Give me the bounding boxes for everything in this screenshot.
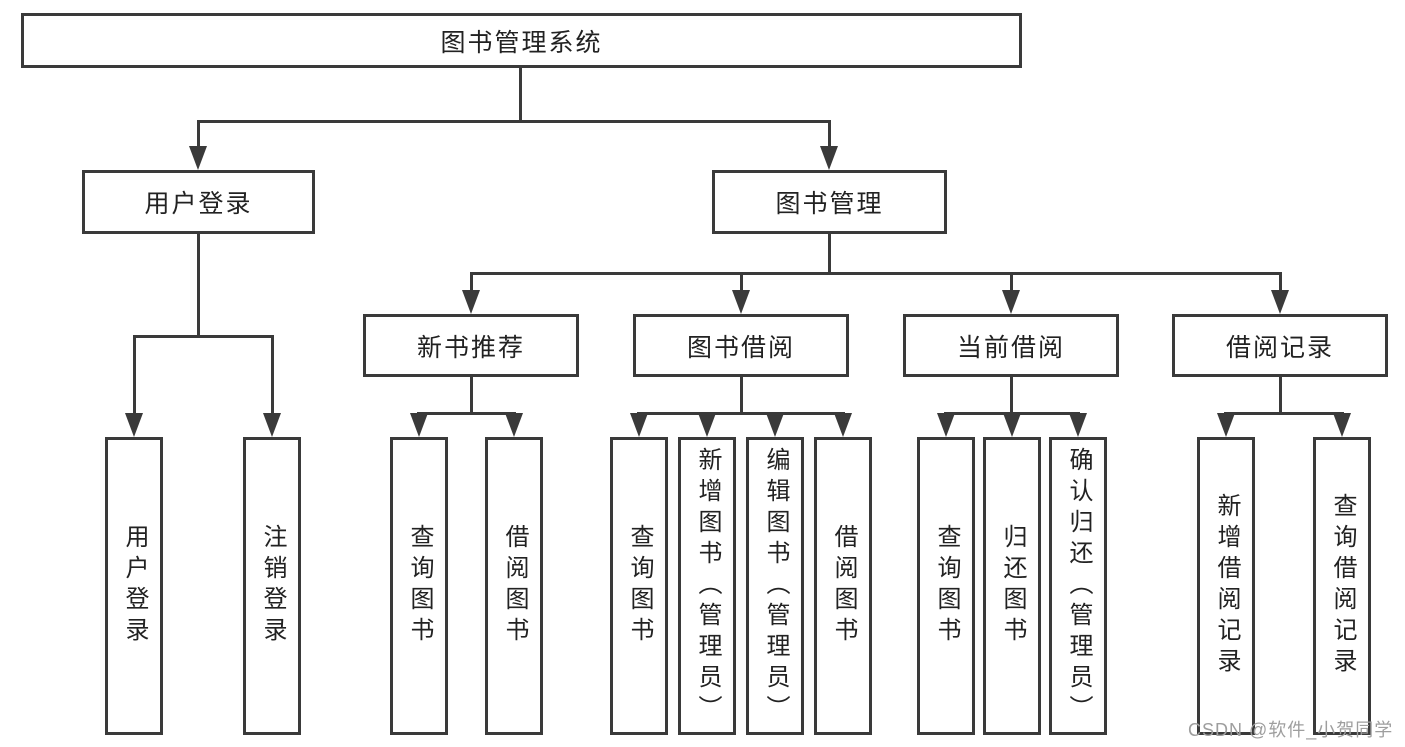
leaf-label: 用户登录: [121, 524, 148, 648]
arrowhead-query-books-2: [630, 413, 648, 437]
connector-new-book-stem: [470, 377, 473, 412]
connector-book-management-horizontal: [470, 272, 1282, 275]
arrowhead-confirm-return: [1069, 413, 1087, 437]
leaf-add-book-admin: 新增图书（管理员）: [678, 437, 736, 735]
node-book-management-system: 图书管理系统: [21, 13, 1022, 68]
node-label: 图书管理: [775, 190, 884, 218]
leaf-confirm-return-admin: 确认归还（管理员）: [1049, 437, 1107, 735]
node-book-management: 图书管理: [712, 170, 947, 234]
leaf-label: 借阅图书: [830, 524, 857, 648]
arrowhead-book-management: [820, 146, 838, 170]
leaf-borrow-books-recommend: 借阅图书: [485, 437, 543, 735]
arrowhead-borrowing-records: [1271, 290, 1289, 314]
leaf-label: 新增图书（管理员）: [694, 446, 721, 726]
arrowhead-add-book: [698, 413, 716, 437]
arrowhead-query-borrow-record: [1333, 413, 1351, 437]
node-new-book-recommendation: 新书推荐: [363, 314, 579, 377]
connector-to-user-login: [197, 120, 200, 147]
leaf-query-borrow-record: 查询借阅记录: [1313, 437, 1371, 735]
connector-root-stem: [519, 68, 522, 120]
leaf-query-books-current: 查询图书: [917, 437, 975, 735]
leaf-label: 查询图书: [933, 524, 960, 648]
node-borrowing-records: 借阅记录: [1172, 314, 1388, 377]
arrowhead-leaf-user-login: [125, 413, 143, 437]
arrowhead-user-login: [189, 146, 207, 170]
connector-current-borrowing-stem: [1010, 377, 1013, 412]
arrowhead-borrow-books-1: [505, 413, 523, 437]
leaf-query-books-recommend: 查询图书: [390, 437, 448, 735]
arrowhead-add-borrow-record: [1217, 413, 1235, 437]
leaf-user-login: 用户登录: [105, 437, 163, 735]
connector-new-book-horizontal: [417, 412, 516, 415]
leaf-label: 查询借阅记录: [1329, 493, 1356, 679]
leaf-edit-book-admin: 编辑图书（管理员）: [746, 437, 804, 735]
connector-root-horizontal: [197, 120, 831, 123]
node-user-login: 用户登录: [82, 170, 315, 234]
connector-user-login-horizontal: [133, 335, 274, 338]
leaf-borrow-books-borrowing: 借阅图书: [814, 437, 872, 735]
node-current-borrowing: 当前借阅: [903, 314, 1119, 377]
leaf-query-books-borrowing: 查询图书: [610, 437, 668, 735]
connector-to-current-borrowing: [1010, 272, 1013, 292]
leaf-add-borrow-record: 新增借阅记录: [1197, 437, 1255, 735]
connector-to-leaf-user-login: [133, 335, 136, 413]
node-label: 借阅记录: [1225, 333, 1334, 362]
arrowhead-borrow-books-2: [834, 413, 852, 437]
arrowhead-edit-book: [766, 413, 784, 437]
connector-to-book-borrowing: [740, 272, 743, 292]
leaf-label: 注销登录: [259, 524, 286, 648]
leaf-label: 新增借阅记录: [1213, 493, 1240, 679]
node-book-borrowing: 图书借阅: [633, 314, 849, 377]
leaf-label: 查询图书: [626, 524, 653, 648]
node-label: 图书管理系统: [440, 28, 603, 57]
connector-user-login-stem: [197, 234, 200, 335]
node-label: 图书借阅: [686, 333, 795, 362]
arrowhead-query-books-1: [410, 413, 428, 437]
arrowhead-return-books: [1003, 413, 1021, 437]
arrowhead-leaf-logout: [263, 413, 281, 437]
connector-book-management-stem: [828, 234, 831, 272]
connector-to-book-management: [828, 120, 831, 147]
csdn-watermark: CSDN @软件_小贺同学: [1188, 720, 1394, 740]
leaf-label: 查询图书: [406, 524, 433, 648]
connector-to-leaf-logout: [271, 335, 274, 413]
arrowhead-book-borrowing: [732, 290, 750, 314]
leaf-label: 编辑图书（管理员）: [762, 446, 789, 726]
connector-book-borrowing-horizontal: [637, 412, 845, 415]
arrowhead-new-book: [462, 290, 480, 314]
node-label: 用户登录: [144, 190, 253, 218]
node-label: 当前借阅: [956, 333, 1065, 362]
connector-borrowing-records-horizontal: [1224, 412, 1344, 415]
arrowhead-current-borrowing: [1002, 290, 1020, 314]
connector-to-new-book: [470, 272, 473, 292]
leaf-label: 确认归还（管理员）: [1065, 446, 1092, 726]
node-label: 新书推荐: [416, 333, 525, 362]
leaf-return-books: 归还图书: [983, 437, 1041, 735]
arrowhead-query-books-3: [937, 413, 955, 437]
leaf-logout: 注销登录: [243, 437, 301, 735]
connector-to-borrowing-records: [1279, 272, 1282, 292]
connector-book-borrowing-stem: [740, 377, 743, 412]
leaf-label: 归还图书: [999, 524, 1026, 648]
leaf-label: 借阅图书: [501, 524, 528, 648]
connector-borrowing-records-stem: [1279, 377, 1282, 412]
